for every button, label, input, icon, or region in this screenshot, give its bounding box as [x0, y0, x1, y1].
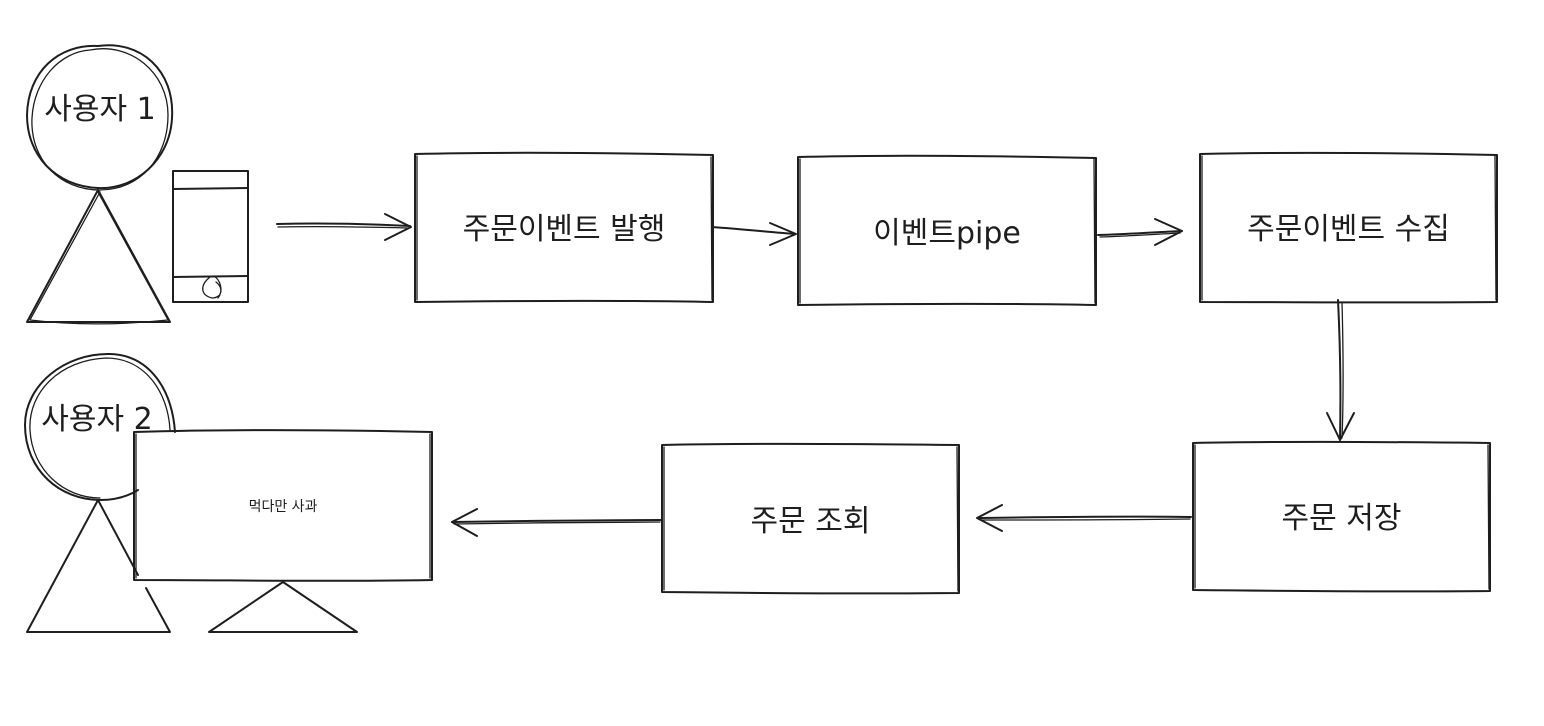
monitor-screen-frame — [133, 429, 433, 582]
user1-body-icon — [26, 189, 171, 323]
actor-user1 — [26, 44, 174, 325]
node-label-collect: 주문이벤트 수집 — [1247, 212, 1450, 247]
monitor-screen-frame-stroke2 — [135, 433, 431, 579]
arrow-query-to-user2 — [451, 508, 662, 537]
node-box-store — [1192, 440, 1491, 593]
node-label-query: 주문 조회 — [750, 504, 871, 539]
arrow-user1-to-publish — [276, 213, 412, 241]
node-box-query — [661, 442, 960, 595]
node-label-pipe: 이벤트pipe — [873, 216, 1021, 251]
actor-user2 — [24, 352, 176, 633]
monitor-icon — [133, 429, 433, 633]
mobile-phone-icon — [172, 170, 249, 303]
monitor-stand — [208, 581, 358, 633]
user1-body-stroke2 — [29, 191, 169, 325]
user1-head-icon — [26, 44, 174, 190]
actor-label-user2: 사용자 2 — [41, 402, 153, 437]
arrow-publish-to-pipe — [711, 222, 797, 246]
arrow-pipe-to-collect — [1097, 218, 1183, 246]
node-box-pipe — [797, 154, 1097, 306]
node-label-publish: 주문이벤트 발행 — [462, 212, 666, 247]
user2-head-icon — [24, 352, 176, 501]
phone-home-button-icon — [202, 275, 222, 299]
arrow-store-to-query — [976, 504, 1192, 532]
node-label-store: 주문 저장 — [1281, 501, 1402, 536]
phone-body — [172, 170, 249, 303]
user2-body-icon — [26, 499, 171, 633]
node-box-collect — [1199, 151, 1498, 304]
user2-head-stroke2 — [29, 357, 171, 499]
user1-head-stroke2 — [31, 48, 169, 191]
monitor-screen-text: 먹다만 사과 — [248, 499, 318, 515]
phone-bottom-bar — [172, 275, 249, 278]
phone-top-bar — [172, 187, 249, 190]
actor-label-user1: 사용자 1 — [44, 92, 156, 127]
node-box-publish — [414, 151, 714, 303]
arrow-collect-to-store — [1326, 299, 1355, 441]
